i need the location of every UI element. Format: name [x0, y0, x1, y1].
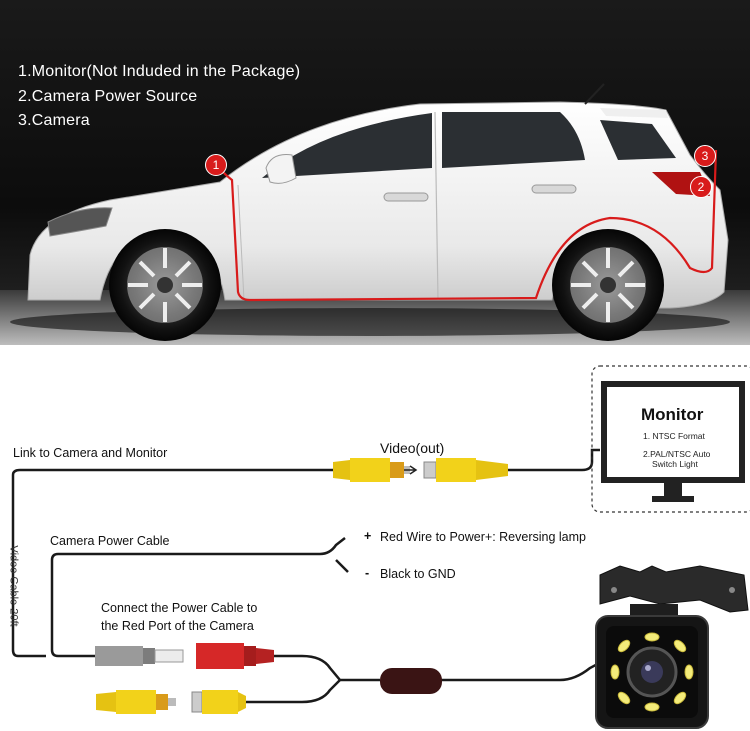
camera — [595, 565, 749, 729]
power-cable-label: Camera Power Cable — [50, 534, 170, 548]
plus-sign: + — [364, 529, 372, 543]
monitor-title: Monitor — [641, 405, 704, 424]
power-cable — [50, 537, 346, 658]
badge-camera: 3 — [694, 145, 716, 167]
monitor-spec-1: 1. NTSC Format — [643, 431, 705, 441]
car-photo-panel: 1.Monitor(Not Induded in the Package) 2.… — [0, 0, 750, 345]
legend-item-monitor: 1.Monitor(Not Induded in the Package) — [18, 63, 301, 80]
connect-note-line1: Connect the Power Cable to — [101, 601, 258, 615]
car-illustration — [0, 0, 750, 345]
badge-power-source: 2 — [690, 176, 712, 198]
legend-item-power-source: 2.Camera Power Source — [18, 88, 198, 105]
badge-monitor: 1 — [205, 154, 227, 176]
connect-note-line2: the Red Port of the Camera — [101, 619, 254, 633]
inline-filter — [380, 668, 442, 694]
red-wire-label: Red Wire to Power+: Reversing lamp — [380, 530, 586, 544]
monitor-spec-2a: 2.PAL/NTSC Auto — [643, 449, 711, 459]
vertical-cable-label: Video Cable 20ft — [7, 545, 20, 627]
video-connector-bottom-left — [96, 690, 176, 714]
minus-sign: - — [365, 566, 370, 580]
video-connector-bottom-right — [191, 690, 246, 714]
monitor-spec-2b: Switch Light — [652, 459, 698, 469]
wiring-route — [219, 149, 718, 302]
link-label: Link to Camera and Monitor — [13, 446, 168, 460]
legend-item-camera: 3.Camera — [18, 112, 90, 129]
video-out-connector-right — [423, 458, 508, 482]
gray-power-plug — [95, 646, 184, 666]
video-out-label: Video(out) — [380, 440, 445, 456]
red-power-port — [196, 643, 274, 669]
video-out-connector-left — [333, 458, 410, 482]
black-wire-label: Black to GND — [380, 567, 456, 581]
